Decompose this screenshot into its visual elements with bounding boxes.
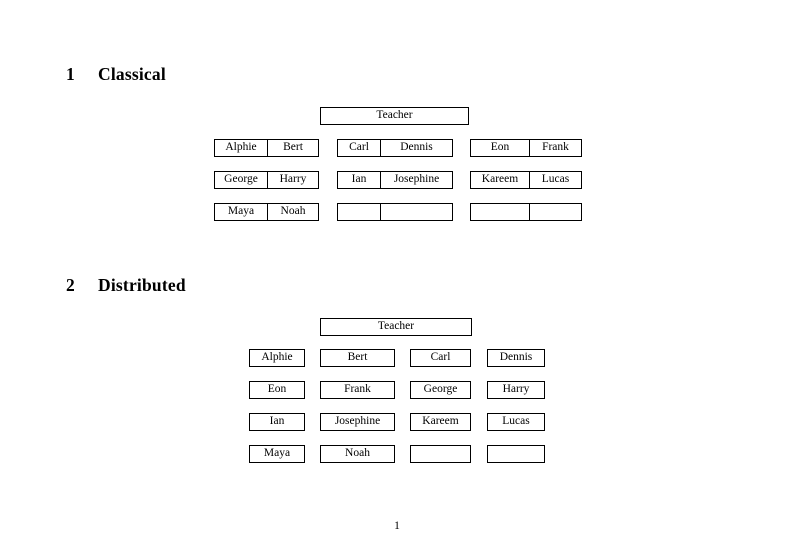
- student-box[interactable]: Ian: [249, 413, 305, 431]
- student-box[interactable]: Bert: [320, 349, 395, 367]
- student-box[interactable]: [487, 445, 545, 463]
- classical-teacher-label: Teacher: [376, 109, 413, 122]
- student-cell[interactable]: Lucas: [529, 172, 581, 188]
- section-title: Distributed: [98, 275, 186, 295]
- student-box[interactable]: Josephine: [320, 413, 395, 431]
- student-cell[interactable]: Dennis: [380, 140, 452, 156]
- student-box[interactable]: Harry: [487, 381, 545, 399]
- section-number: 2: [66, 275, 75, 295]
- student-box[interactable]: Eon: [249, 381, 305, 399]
- student-box[interactable]: Dennis: [487, 349, 545, 367]
- student-cell[interactable]: Harry: [267, 172, 318, 188]
- student-cell[interactable]: Carl: [349, 141, 369, 154]
- student-box[interactable]: Frank: [320, 381, 395, 399]
- student-box[interactable]: Maya: [249, 445, 305, 463]
- student-box[interactable]: Alphie: [249, 349, 305, 367]
- student-box[interactable]: Carl: [410, 349, 471, 367]
- student-box[interactable]: [410, 445, 471, 463]
- student-cell[interactable]: [338, 204, 380, 220]
- classical-teacher-box[interactable]: Teacher: [320, 107, 469, 125]
- student-cell[interactable]: Frank: [529, 140, 581, 156]
- student-cell[interactable]: Ian: [351, 173, 367, 186]
- table-row[interactable]: Alphie Bert: [214, 139, 319, 157]
- student-cell[interactable]: [471, 204, 529, 220]
- section-number: 1: [66, 64, 75, 84]
- table-row[interactable]: Kareem Lucas: [470, 171, 582, 189]
- student-cell[interactable]: Bert: [267, 140, 318, 156]
- student-cell[interactable]: [380, 204, 452, 220]
- section-heading-classical: 1 Classical: [66, 64, 166, 85]
- student-box[interactable]: George: [410, 381, 471, 399]
- page-number: 1: [394, 520, 400, 532]
- student-box[interactable]: Noah: [320, 445, 395, 463]
- table-row[interactable]: George Harry: [214, 171, 319, 189]
- student-cell[interactable]: Eon: [490, 141, 510, 154]
- table-row[interactable]: [470, 203, 582, 221]
- student-cell[interactable]: Maya: [227, 205, 255, 218]
- distributed-teacher-label: Teacher: [377, 320, 415, 333]
- student-cell[interactable]: [529, 204, 581, 220]
- student-cell[interactable]: Josephine: [380, 172, 452, 188]
- table-row[interactable]: [337, 203, 453, 221]
- student-cell[interactable]: Noah: [267, 204, 318, 220]
- student-cell[interactable]: George: [224, 173, 258, 186]
- section-title: Classical: [98, 64, 166, 84]
- student-box[interactable]: Kareem: [410, 413, 471, 431]
- student-cell[interactable]: Alphie: [225, 141, 257, 154]
- table-row[interactable]: Carl Dennis: [337, 139, 453, 157]
- section-heading-distributed: 2 Distributed: [66, 275, 186, 296]
- distributed-teacher-box[interactable]: Teacher: [320, 318, 472, 336]
- table-row[interactable]: Maya Noah: [214, 203, 319, 221]
- student-cell[interactable]: Kareem: [481, 173, 519, 186]
- student-box[interactable]: Lucas: [487, 413, 545, 431]
- table-row[interactable]: Eon Frank: [470, 139, 582, 157]
- table-row[interactable]: Ian Josephine: [337, 171, 453, 189]
